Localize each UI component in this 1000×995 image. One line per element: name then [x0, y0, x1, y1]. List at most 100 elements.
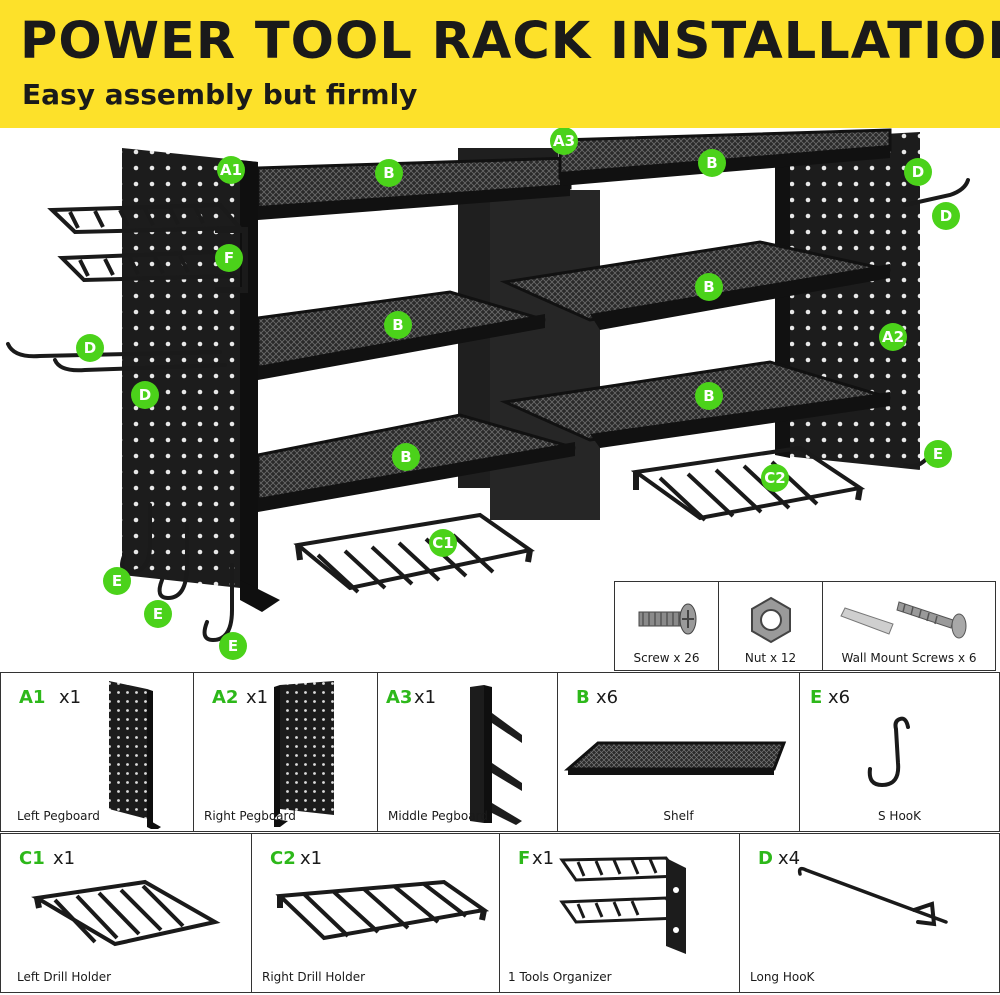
nut-icon: [751, 596, 791, 644]
badge-c2: C2: [761, 464, 789, 492]
long-hook-icon: [797, 866, 948, 927]
badge-e-3: E: [219, 632, 247, 660]
left-drill-holder-icon: [31, 879, 221, 947]
part-name: Shelf: [663, 809, 694, 823]
screw-icon: [638, 603, 697, 635]
left-drill-holder: [293, 512, 535, 594]
left-pegboard-icon: [109, 681, 161, 829]
part-code: C1: [19, 848, 45, 869]
part-qty: x1: [300, 848, 323, 869]
part-qty: x6: [828, 687, 851, 708]
part-name: Right Drill Holder: [262, 970, 366, 984]
badge-b-5: B: [695, 382, 723, 410]
s-hooks: [120, 453, 932, 643]
badge-c1: C1: [429, 529, 457, 557]
part-code: A1: [19, 687, 46, 708]
wall-anchor-icon: [840, 601, 967, 639]
hardware-screw: Screw x 26: [615, 582, 719, 670]
long-hooks: [6, 178, 970, 373]
part-qty: x4: [778, 848, 801, 869]
badge-b-6: B: [392, 443, 420, 471]
badge-e-1: E: [103, 567, 131, 595]
hardware-nut: Nut x 12: [719, 582, 823, 670]
part-left-drill-holder: C1 x1 Left Drill Holder: [0, 833, 252, 993]
part-middle-pegboard: A3 x1 Middle Pegboard: [378, 672, 558, 832]
part-right-drill-holder: C2 x1 Right Drill Holder: [252, 833, 500, 993]
part-code: D: [758, 848, 773, 869]
part-code: C2: [270, 848, 296, 869]
svg-text:B: B: [400, 448, 411, 466]
part-left-pegboard: A1 x1 Left Pegboard: [0, 672, 194, 832]
header-banner: POWER TOOL RACK INSTALLATION Easy assemb…: [0, 0, 1000, 128]
badge-a3: A3: [550, 128, 578, 155]
svg-text:B: B: [703, 278, 714, 296]
part-name: Left Drill Holder: [17, 970, 112, 984]
part-right-pegboard: A2 x1 Right Pegboard: [194, 672, 378, 832]
part-s-hook: E x6 S HooK: [800, 672, 1000, 832]
svg-text:E: E: [228, 637, 238, 655]
part-name: Middle Pegboard: [388, 809, 488, 823]
assembled-rack-illustration: A1 A3 A2 B B B B B B C1 C2 F D D D D E E…: [6, 128, 970, 660]
badge-a1-top: A1: [217, 156, 245, 184]
svg-text:A3: A3: [553, 132, 575, 150]
hardware-label: Nut x 12: [744, 651, 797, 665]
hardware-label: Screw x 26: [633, 651, 700, 665]
part-name: Long HooK: [750, 970, 815, 984]
part-qty: x1: [246, 687, 269, 708]
right-drill-holder-icon: [275, 879, 490, 941]
svg-text:A1: A1: [220, 161, 242, 179]
part-qty: x1: [532, 848, 555, 869]
shelf-icon: [564, 741, 787, 775]
part-code: A3: [386, 687, 413, 708]
hardware-grid: Screw x 26 Nut x 12 Wall Mount Screws x …: [614, 581, 996, 671]
part-name: Left Pegboard: [17, 809, 100, 823]
part-code: F: [518, 848, 531, 869]
part-qty: x6: [596, 687, 619, 708]
badge-b-2: B: [698, 149, 726, 177]
hardware-wall-screws: Wall Mount Screws x 6: [823, 582, 995, 670]
part-qty: x1: [59, 687, 82, 708]
page-title: POWER TOOL RACK INSTALLATION: [20, 12, 1000, 71]
svg-text:B: B: [392, 316, 403, 334]
right-pegboard-icon: [274, 681, 334, 827]
s-hook-icon: [867, 716, 910, 788]
badge-d-4: D: [932, 202, 960, 230]
svg-text:E: E: [153, 605, 163, 623]
parts-row-1: A1 x1 Left Pegboard A2 x1 Right Pegboard…: [0, 672, 1000, 832]
part-code: B: [576, 687, 590, 708]
parts-row-2: C1 x1 Left Drill Holder C2 x1 Right Dril…: [0, 833, 1000, 993]
svg-text:B: B: [703, 387, 714, 405]
shelves: [256, 128, 892, 512]
badge-d-3: D: [904, 158, 932, 186]
svg-text:D: D: [912, 163, 924, 181]
svg-text:B: B: [383, 164, 394, 182]
badge-e-4: E: [924, 440, 952, 468]
badge-d-1: D: [76, 334, 104, 362]
part-name: 1 Tools Organizer: [508, 970, 612, 984]
badge-b-1: B: [375, 159, 403, 187]
svg-text:C2: C2: [764, 469, 785, 487]
badge-b-3: B: [695, 273, 723, 301]
svg-text:E: E: [933, 445, 943, 463]
part-code: A2: [212, 687, 239, 708]
tools-organizer-icon: [559, 856, 686, 954]
badge-a2: A2: [879, 323, 907, 351]
hardware-label: Wall Mount Screws x 6: [841, 651, 977, 665]
part-code: E: [810, 687, 823, 708]
badge-f: F: [215, 244, 243, 272]
part-shelf: B x6 Shelf: [558, 672, 800, 832]
badge-e-2: E: [144, 600, 172, 628]
svg-text:C1: C1: [432, 534, 453, 552]
svg-text:F: F: [224, 249, 234, 267]
callout-badges: A1 A3 A2 B B B B B B C1 C2 F D D D D E E…: [76, 128, 960, 660]
svg-text:D: D: [84, 339, 96, 357]
middle-pegboard-icon: [470, 685, 522, 825]
part-name: S HooK: [877, 809, 921, 823]
part-tools-organizer: F x1 1 Tools Organizer: [500, 833, 740, 993]
part-name: Right Pegboard: [204, 809, 296, 823]
badge-d-2: D: [131, 381, 159, 409]
badge-b-4: B: [384, 311, 412, 339]
page-subtitle: Easy assembly but firmly: [22, 78, 418, 111]
part-qty: x1: [53, 848, 76, 869]
right-drill-holder: [630, 445, 866, 522]
